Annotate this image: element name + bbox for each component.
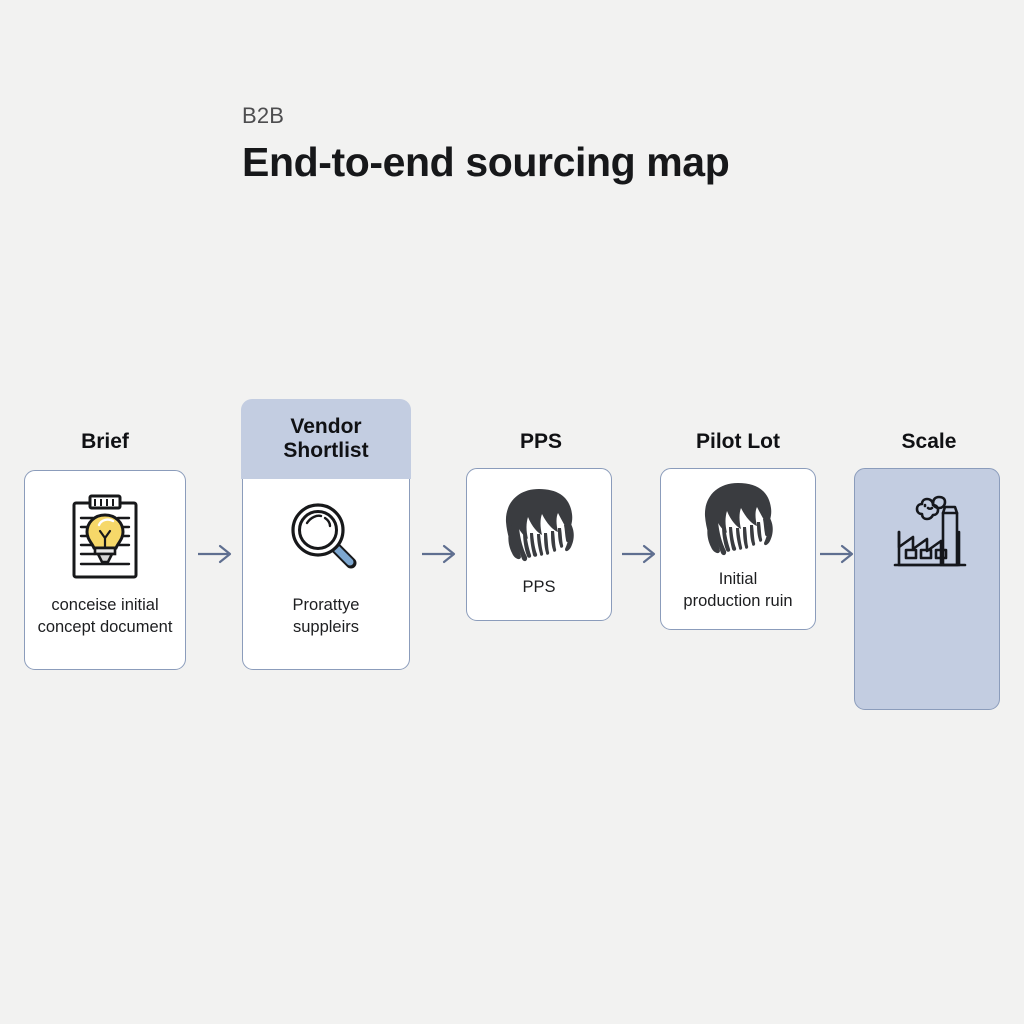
step-title-pps: PPS [519,430,563,453]
card-caption-brief: conceise initial concept document [11,595,199,639]
page-title: End-to-end sourcing map [242,139,730,186]
caption-line: concept document [37,617,173,636]
step-title-scale: Scale [901,430,957,453]
arrow-pilot-to-scale [818,542,858,571]
step-title-brief: Brief [81,430,129,453]
card-brief[interactable]: conceise initial concept document [24,470,186,670]
caption-line: Initial [718,570,758,588]
card-pps[interactable]: PPS [466,468,612,621]
card-pilot-lot[interactable]: Initial production ruin [660,468,816,630]
clipboard-lightbulb-icon [25,493,185,581]
step-title-pilot-lot: Pilot Lot [696,430,780,453]
caption-line: Prorattye [292,596,360,614]
caption-line: PPS [522,578,556,596]
magnifier-icon [243,499,409,577]
card-vendor-shortlist[interactable]: Vendor Shortlist Prorattye [241,399,411,670]
card-caption-pps: PPS [453,577,625,599]
card-caption-vendor-shortlist: Prorattye suppleirs [229,595,423,639]
eyebrow-label: B2B [242,103,285,128]
card-scale[interactable] [854,468,1000,710]
caption-line: suppleirs [292,617,360,636]
card-caption-pilot-lot: Initial production ruin [647,569,829,613]
step-title-vendor-line: Shortlist [283,439,369,463]
arrow-vendor-to-pps [420,542,460,571]
hair-sketch-icon [661,477,815,573]
card-header-vendor-shortlist: Vendor Shortlist [241,399,411,480]
sourcing-flow: Brief [0,390,1024,730]
arrow-pps-to-pilot [620,542,660,571]
hair-sketch-icon [467,483,611,579]
caption-line: conceise initial [51,596,159,614]
arrow-brief-to-vendor [196,542,236,571]
caption-line: production ruin [683,591,793,610]
step-title-vendor-line: Vendor [290,415,362,439]
page-header: B2B End-to-end sourcing map [242,103,942,186]
factory-icon [855,487,999,575]
